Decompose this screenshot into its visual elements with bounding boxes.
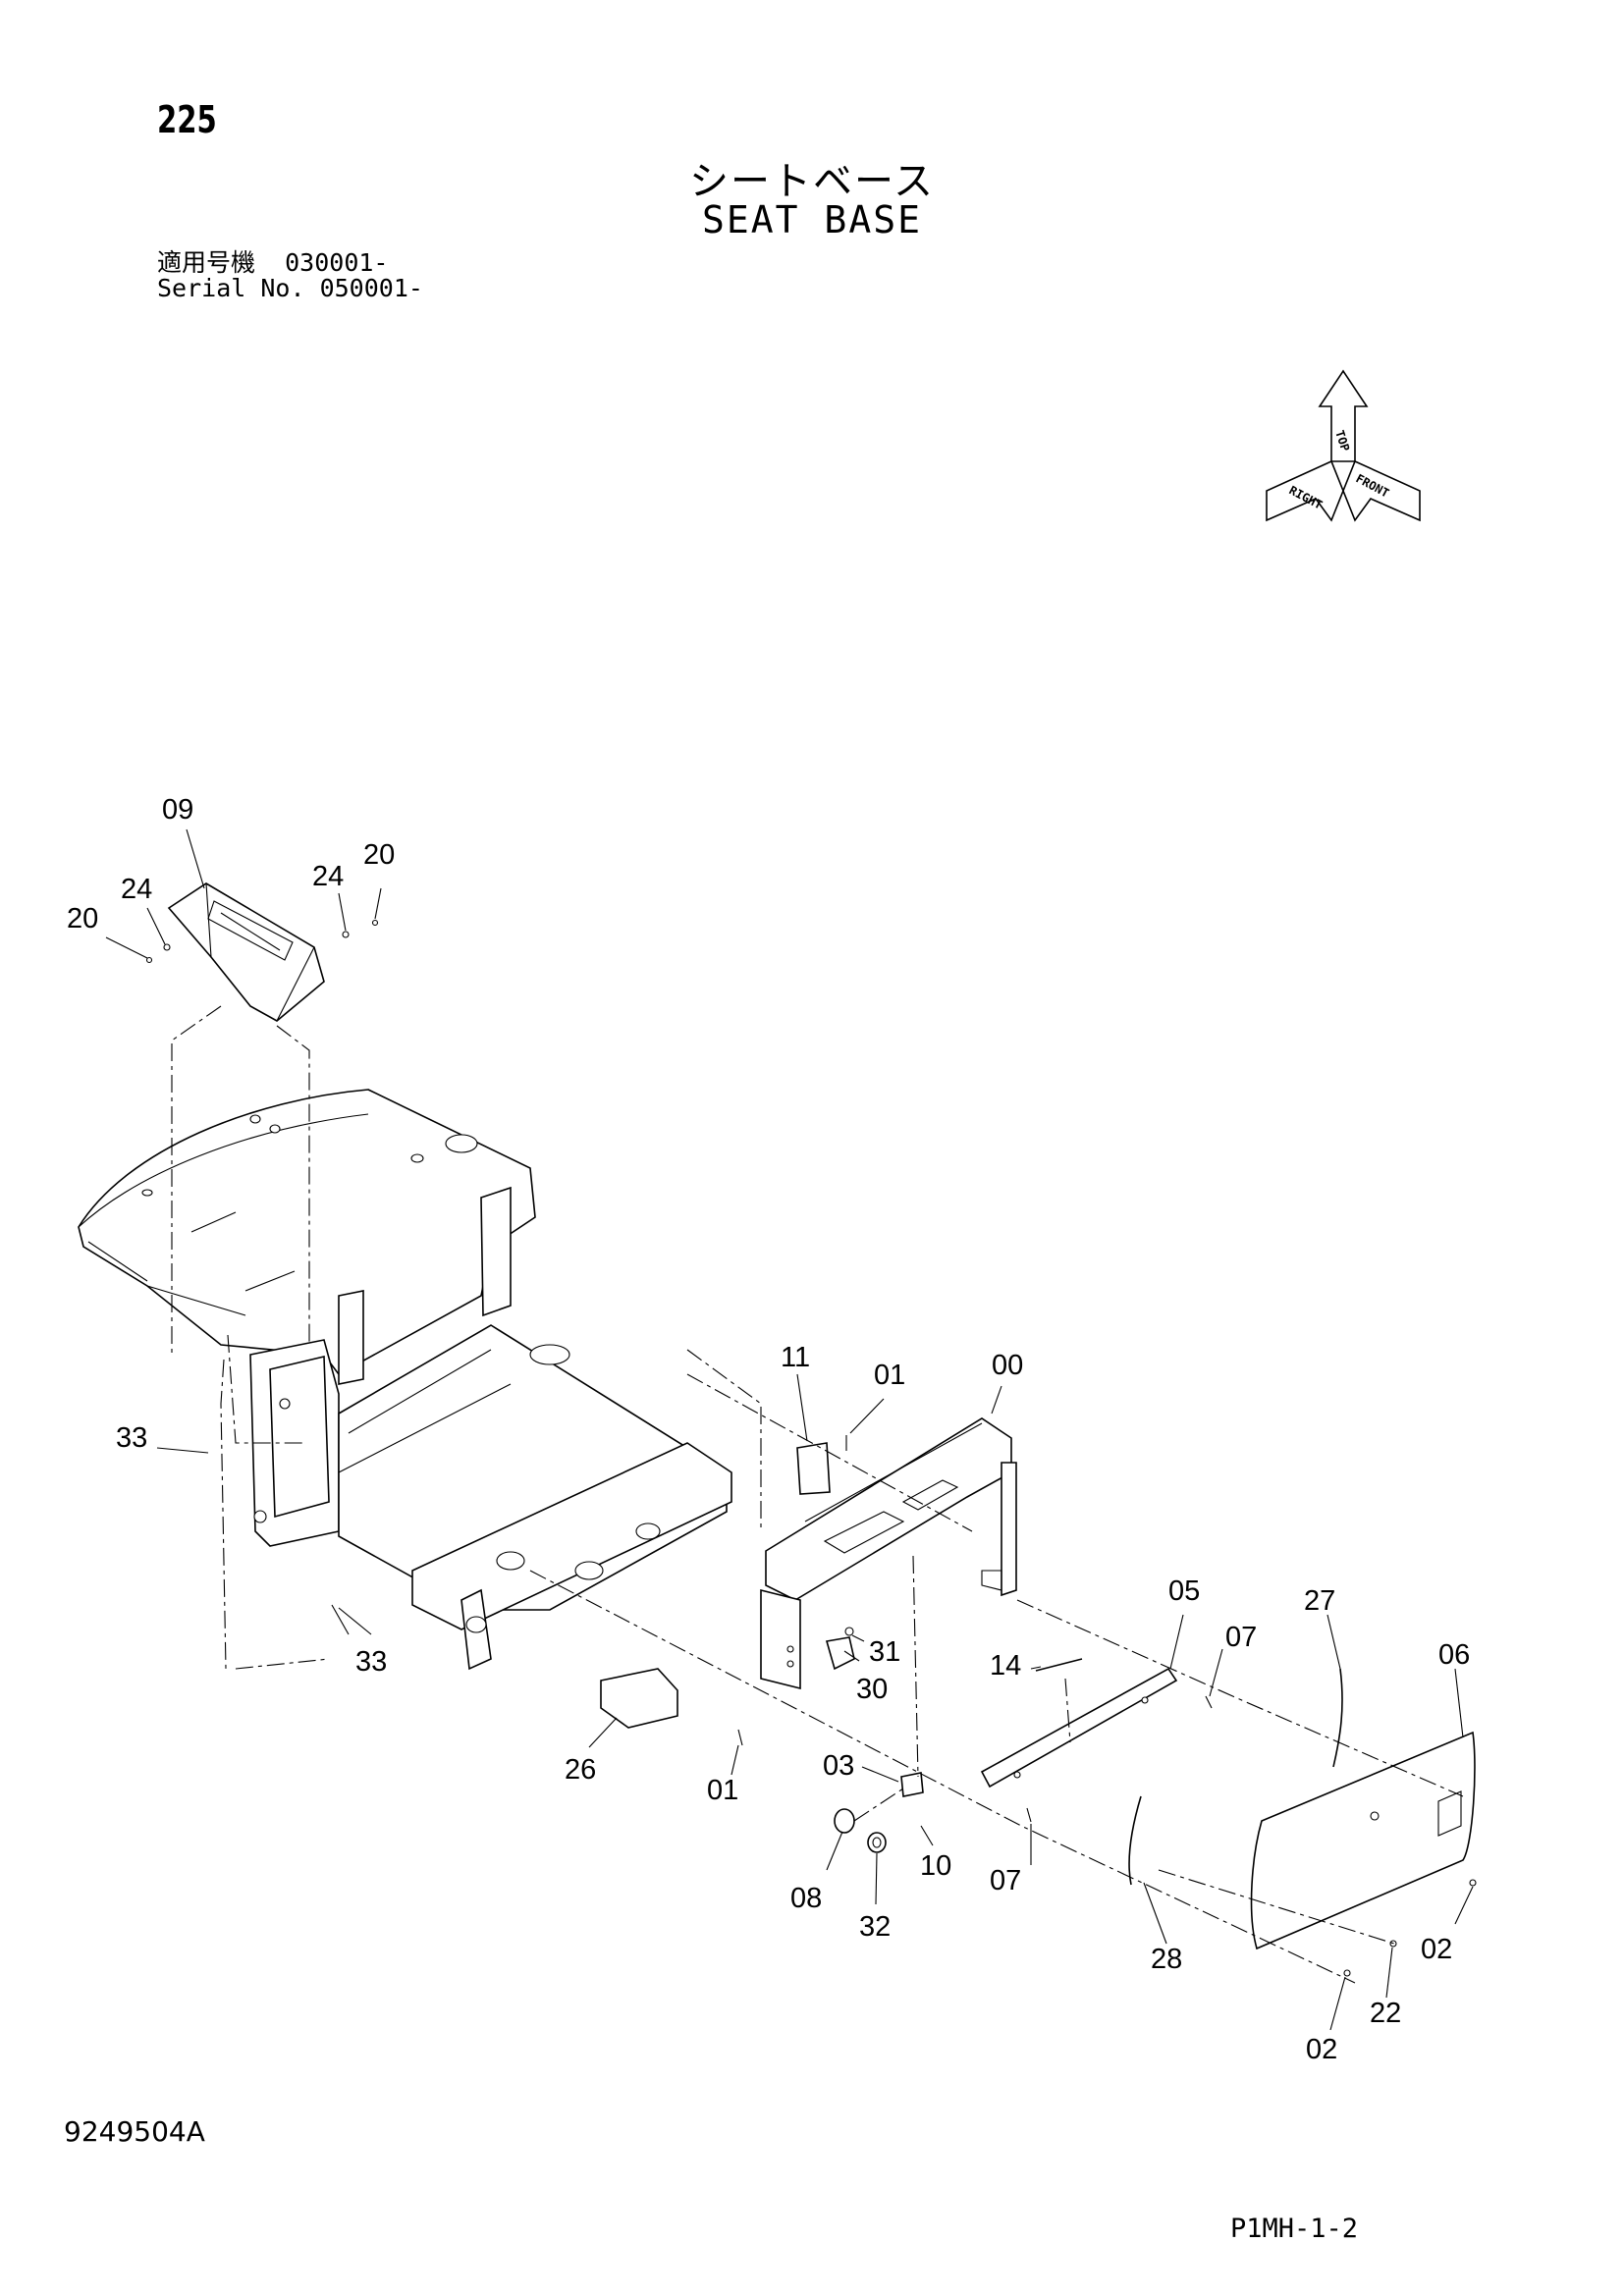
orient-label-right: RIGHT [1287,483,1325,511]
callout-01-top: 01 [874,1360,905,1391]
page-number: 225 [157,98,217,141]
part-00-bracket [760,1417,1017,1690]
callouts: 09 20 24 24 20 33 33 11 01 00 31 30 26 0… [67,794,1470,2065]
callout-24-right: 24 [312,861,344,892]
applicable-line: 適用号機 030001- [157,250,423,276]
sheet-reference: P1MH-1-2 [1230,2214,1359,2244]
callout-05: 05 [1168,1575,1200,1607]
callout-09: 09 [162,794,193,826]
part-01-bolt-bottom [737,1729,743,1746]
callout-14: 14 [990,1650,1021,1682]
callout-30: 30 [856,1674,888,1705]
part-08-knob [834,1808,855,1834]
assembly-lines [171,1005,1464,1984]
callout-26: 26 [565,1754,596,1786]
callout-11: 11 [781,1342,810,1373]
part-03-latch [900,1772,924,1797]
callout-24-left: 24 [121,874,152,905]
callout-33-left: 33 [116,1422,147,1454]
callout-27: 27 [1304,1585,1335,1617]
top-arrow-icon [1318,369,1369,462]
part-28-trim [1128,1795,1142,1886]
callout-10: 10 [920,1850,951,1882]
part-05-rail [980,1667,1178,1789]
callout-07-bottom: 07 [990,1865,1021,1896]
orient-label-top: TOP [1332,429,1352,454]
applicable-label: 適用号機 [157,248,256,277]
main-frame [78,1089,732,1671]
serial-line: Serial No. 050001- [157,276,423,301]
part-27-trim [1332,1668,1343,1768]
callout-28: 28 [1151,1944,1182,1975]
callout-07-top: 07 [1225,1622,1257,1653]
callout-32: 32 [859,1911,891,1943]
part-11-pad [796,1442,831,1495]
callout-20-right: 20 [363,839,395,871]
title-japanese: シートベース [689,159,935,204]
serial-value: 050001- [319,274,423,302]
callout-01-bottom: 01 [707,1775,738,1806]
callout-31: 31 [869,1636,900,1668]
callout-03: 03 [823,1750,854,1782]
serial-label: Serial No. [157,274,305,302]
orientation-indicator: TOP RIGHT FRONT [1266,369,1421,522]
part-26-block [600,1668,678,1729]
callout-33-bottom: 33 [355,1646,387,1678]
title-english: SEAT BASE [702,198,922,241]
document-id: 9249504A [64,2115,205,2148]
part-14-rod [1035,1658,1083,1672]
serial-applicability: 適用号機 030001- Serial No. 050001- [157,250,423,301]
callout-02-bottom: 02 [1306,2034,1337,2065]
callout-20-left: 20 [67,903,98,934]
callout-02-right: 02 [1421,1934,1452,1965]
callout-22: 22 [1370,1998,1401,2029]
leader-lines [105,828,1474,2031]
applicable-serial: 030001- [285,248,389,277]
callout-06: 06 [1438,1639,1470,1671]
callout-08: 08 [790,1883,822,1914]
callout-00: 00 [992,1350,1023,1381]
front-arrow-icon [1342,459,1421,522]
part-06-cover-panel [1250,1731,1476,1950]
part-09-seat-cover [167,882,325,1022]
part-30-clip [825,1636,855,1671]
